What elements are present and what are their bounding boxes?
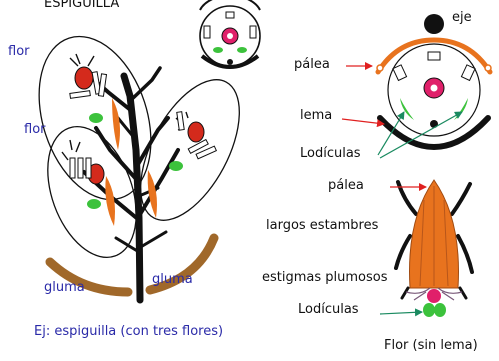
flor-label-1: flor [8, 44, 30, 59]
gluma-label-right: gluma [152, 272, 193, 287]
axis-icon [424, 14, 444, 34]
ovary-icon [75, 67, 93, 89]
ovary-icon [188, 122, 204, 142]
arrow-lodiculas-2 [380, 112, 462, 158]
arrow-lodiculas-2-bottom [380, 312, 422, 314]
flor-label-2: flor [24, 122, 46, 137]
lodicule-icon [434, 303, 446, 317]
palea-label-bottom: pálea [328, 178, 364, 193]
anther-icon [78, 158, 83, 178]
spikelet-illustration [20, 22, 260, 300]
largos-estambres-label: largos estambres [266, 218, 378, 233]
eje-label: eje [452, 10, 472, 25]
lodiculas-label-top: Lodículas [300, 146, 361, 161]
lodicule-icon [89, 113, 103, 123]
caption-right: Flor (sin lema) [384, 338, 478, 353]
lema-label: lema [300, 108, 332, 123]
lodicule-icon [423, 303, 435, 317]
flower-illustration [396, 180, 472, 317]
anther-icon [70, 91, 91, 99]
anther-icon [86, 158, 91, 178]
lodicule-icon [87, 199, 101, 209]
anther-icon [98, 74, 106, 96]
espiguilla-label: ESPIGUILLA [44, 0, 119, 11]
lodicule-icon [454, 98, 468, 120]
palea-lower [105, 176, 115, 226]
anther-icon [177, 112, 184, 131]
small-floral-diagram [200, 0, 260, 67]
palea-label-top: pálea [294, 57, 330, 72]
gluma-label-left: gluma [44, 280, 85, 295]
palea-right [148, 170, 157, 218]
flower-right [169, 112, 216, 171]
ovary-icon [427, 289, 441, 303]
palea-upper [112, 98, 120, 150]
lodicule-icon [400, 98, 414, 120]
anther-icon [70, 158, 75, 178]
flower-lower [62, 140, 104, 209]
estigmas-plumosos-label: estigmas plumosos [262, 270, 388, 285]
lodicule-icon [169, 161, 183, 171]
caption-left: Ej: espiguilla (con tres flores) [34, 324, 223, 339]
flower-upper [70, 54, 107, 123]
lodiculas-label-bottom: Lodículas [298, 302, 359, 317]
